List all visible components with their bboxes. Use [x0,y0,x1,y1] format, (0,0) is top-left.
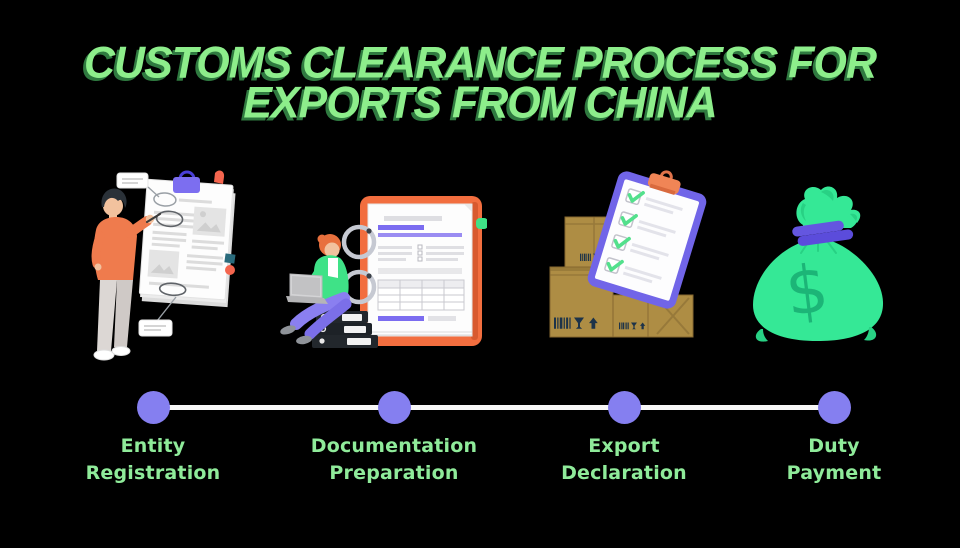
step-label-export-declaration: Export Declaration [561,435,687,484]
timeline-line [153,405,834,410]
speech-bubble-bottom [138,296,177,337]
money-bag-icon: $ [753,186,884,342]
timeline-dot-3 [608,391,641,424]
binder-clip-icon [178,170,196,180]
timeline-dot-4 [818,391,851,424]
woman-figure-icon [280,234,352,345]
ring-binder-icon [341,196,487,346]
step-label-duty-payment: Duty Payment [786,435,882,484]
checklist-rows [604,188,683,284]
duty-payment-illustration: $ [753,186,884,342]
dollar-sign-icon: $ [781,250,832,332]
page-title: CUSTOMS CLEARANCE PROCESS FOR EXPORTS FR… [0,38,960,128]
title-line-1: CUSTOMS CLEARANCE PROCESS FOR [83,38,877,88]
timeline-dot-1 [137,391,170,424]
step-label-documentation-preparation: Documentation Preparation [310,435,478,484]
title-line-2: EXPORTS FROM CHINA [243,77,717,128]
bookmark-tab-icon [476,218,487,229]
entity-registration-illustration [91,170,236,361]
red-tab-icon [214,170,225,184]
speech-bubble-top [116,172,160,198]
registration-document-icon [116,170,236,337]
documentation-preparation-illustration [280,196,487,348]
step-label-entity-registration: Entity Registration [85,435,221,484]
export-declaration-illustration [549,170,707,338]
bag-tie-band-icon [792,220,854,246]
laptop-icon [286,273,328,304]
checklist-clipboard-icon [587,170,707,309]
man-figure-icon [91,188,162,361]
timeline-dot-2 [378,391,411,424]
